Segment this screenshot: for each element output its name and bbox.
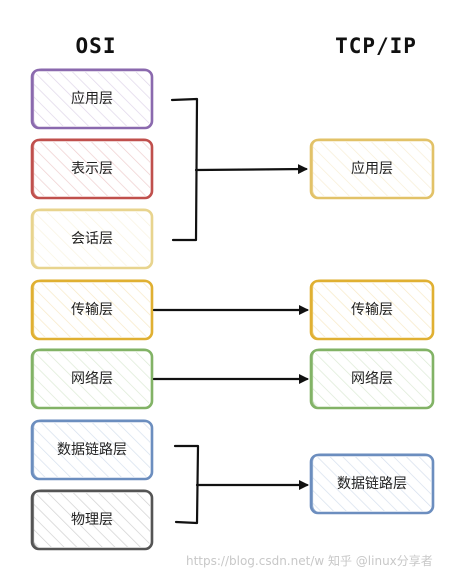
osi-layer-3-box-fill (34, 283, 150, 337)
osi-layer-2-box-sketch (32, 208, 153, 269)
osi-layer-6-box-sketch (32, 489, 153, 550)
tcpip-layer-1-box-sketch (311, 279, 434, 340)
tcpip-layer-0-box-sketch (311, 138, 434, 199)
tcpip-layer-0-label: 应用层 (351, 161, 393, 177)
osi-layer-6-label: 物理层 (71, 512, 113, 528)
osi-layer-0-box-sketch (32, 68, 153, 129)
arrow-application (194, 164, 308, 175)
osi-layer-2-label: 会话层 (71, 231, 113, 247)
osi-layer-2-box-fill (34, 212, 150, 266)
watermark: https://blog.csdn.net/w 知乎 @linux分享者 (186, 554, 433, 568)
osi-layer-6-box-fill (34, 493, 150, 547)
tcpip-heading: TCP/IP (335, 34, 417, 58)
osi-layer-0-label: 应用层 (71, 91, 113, 107)
tcpip-layer-0-box-fill (313, 142, 431, 196)
osi-layer-0-box-fill (34, 72, 150, 126)
osi-layer-4-box-sketch (32, 348, 153, 409)
tcpip-layer-3-box-sketch (311, 453, 434, 514)
tcpip-layer-1-box-fill (313, 283, 431, 337)
bracket-lower (173, 444, 200, 525)
tcpip-layer-2-label: 网络层 (351, 371, 393, 387)
osi-layer-4-box-fill (34, 352, 150, 406)
osi-layer-4-label: 网络层 (71, 371, 113, 387)
bracket-upper (170, 97, 199, 242)
tcpip-layer-3-label: 数据链路层 (337, 476, 407, 492)
osi-layer-3-box-sketch (32, 279, 153, 340)
osi-layer-1-label: 表示层 (71, 161, 113, 177)
osi-layer-1-box-sketch (32, 138, 153, 199)
osi-layer-1-box-fill (34, 142, 150, 196)
tcpip-layer-3-box-fill (313, 457, 431, 511)
osi-layer-3-label: 传输层 (71, 302, 113, 318)
osi-layer-5-label: 数据链路层 (57, 442, 127, 458)
osi-layer-5-box-fill (34, 423, 150, 477)
osi-heading: OSI (75, 34, 117, 58)
tcpip-layer-2-box-sketch (311, 348, 434, 409)
tcpip-layer-2-box-fill (313, 352, 431, 406)
osi-layer-5-box-sketch (32, 419, 153, 480)
tcpip-layer-1-label: 传输层 (351, 302, 393, 318)
